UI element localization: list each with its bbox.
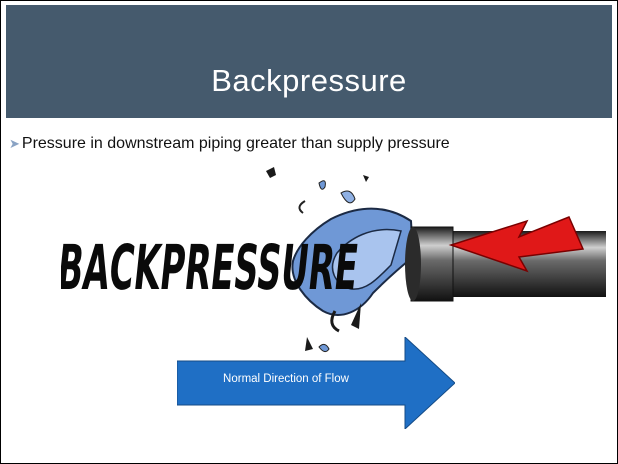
- water-splash-icon: [266, 167, 415, 353]
- backpressure-illustration: BACKPRESSURE: [61, 167, 606, 353]
- backpressure-word: BACKPRESSURE: [61, 231, 362, 304]
- flow-arrow-label: Normal Direction of Flow: [223, 373, 349, 385]
- red-arrow-icon: [448, 216, 585, 273]
- title-bar: Backpressure: [6, 5, 612, 118]
- flow-direction-arrow: [177, 337, 455, 429]
- arrowhead-bullet-icon: ➤: [9, 136, 20, 151]
- slide-title: Backpressure: [211, 63, 407, 98]
- bullet-text: Pressure in downstream piping greater th…: [21, 135, 450, 152]
- bullet-item: ➤ Pressure in downstream piping greater …: [9, 135, 450, 153]
